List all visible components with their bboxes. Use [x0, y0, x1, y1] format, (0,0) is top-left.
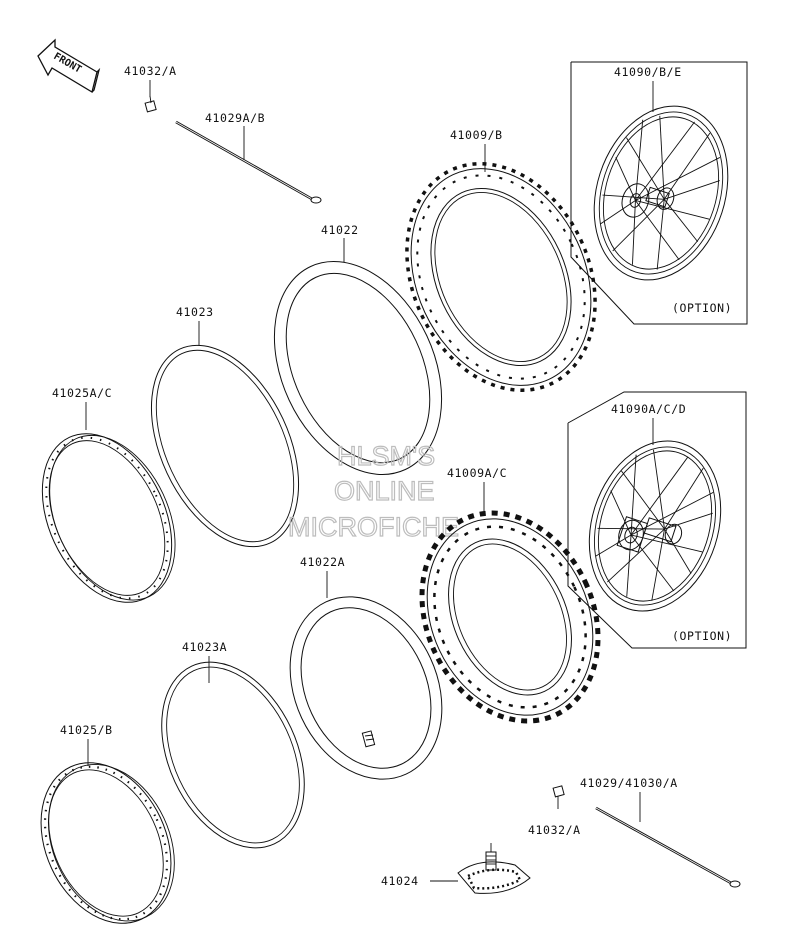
label-front-spoke: 41029A/B	[205, 111, 265, 125]
label-front-rim: 41025A/C	[52, 386, 112, 400]
svg-text:MICROFICHE: MICROFICHE	[288, 512, 459, 542]
svg-text:HLSM'S: HLSM'S	[337, 441, 435, 471]
label-rim-lock: 41024	[381, 874, 419, 888]
label-rear-spoke: 41029/41030/A	[580, 776, 678, 790]
label-rear-rim-band: 41023A	[182, 640, 227, 654]
front-valve-cap-part[interactable]	[144, 95, 157, 113]
rear-spoke-part[interactable]	[595, 806, 741, 888]
label-rear-valve-cap: 41032/A	[528, 823, 581, 837]
front-rim-part[interactable]	[17, 412, 200, 624]
front-rim-band-part[interactable]	[122, 322, 328, 570]
rear-rim-band-part[interactable]	[134, 639, 333, 871]
rim-lock-part[interactable]	[457, 843, 531, 894]
front-arrow-icon: FRONT	[37, 38, 101, 94]
label-rear-rim: 41025/B	[60, 723, 113, 737]
note-front-option: (OPTION)	[672, 301, 732, 315]
label-front-wheel-assy: 41090/B/E	[614, 65, 682, 79]
rear-wheel-assy-part[interactable]	[568, 424, 742, 628]
front-wheel-assy-part[interactable]	[573, 89, 750, 298]
label-front-rim-band: 41023	[176, 305, 214, 319]
label-rear-wheel-assy: 41090A/C/D	[611, 402, 686, 416]
rear-tube-valve-icon	[361, 730, 376, 748]
label-front-tire: 41009/B	[450, 128, 503, 142]
rear-valve-cap-part[interactable]	[552, 785, 565, 809]
rear-wheel-assy-box	[567, 391, 747, 649]
rear-tube-part[interactable]	[262, 572, 471, 804]
label-front-tube: 41022	[321, 223, 359, 237]
front-tire-part[interactable]	[371, 133, 630, 421]
front-spoke-part[interactable]	[175, 120, 322, 204]
note-rear-option: (OPTION)	[672, 629, 732, 643]
label-rear-tube: 41022A	[300, 555, 345, 569]
svg-text:ONLINE: ONLINE	[334, 476, 435, 506]
label-front-valve-cap: 41032/A	[124, 64, 177, 78]
front-tube-part[interactable]	[242, 234, 474, 501]
rear-rim-part[interactable]	[16, 740, 198, 944]
label-rear-tire: 41009A/C	[447, 466, 507, 480]
watermark: HLSM'S ONLINE MICROFICHE	[287, 440, 459, 542]
